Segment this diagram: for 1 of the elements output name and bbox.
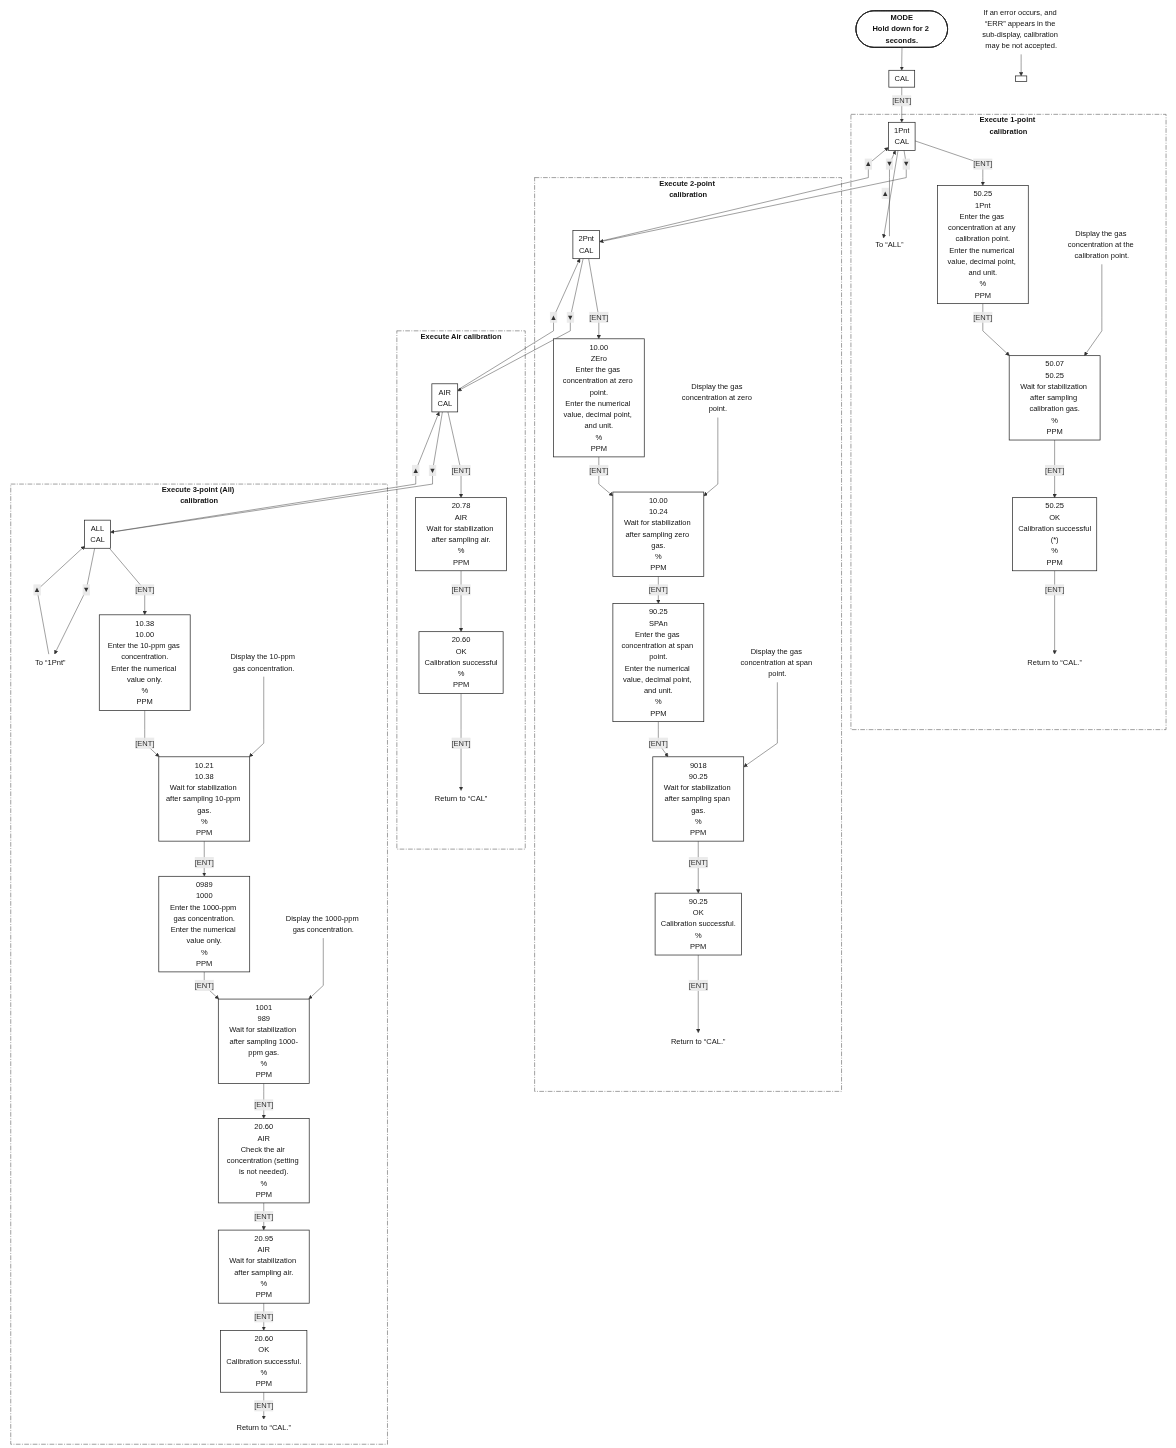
node-box [1014,75,1027,82]
